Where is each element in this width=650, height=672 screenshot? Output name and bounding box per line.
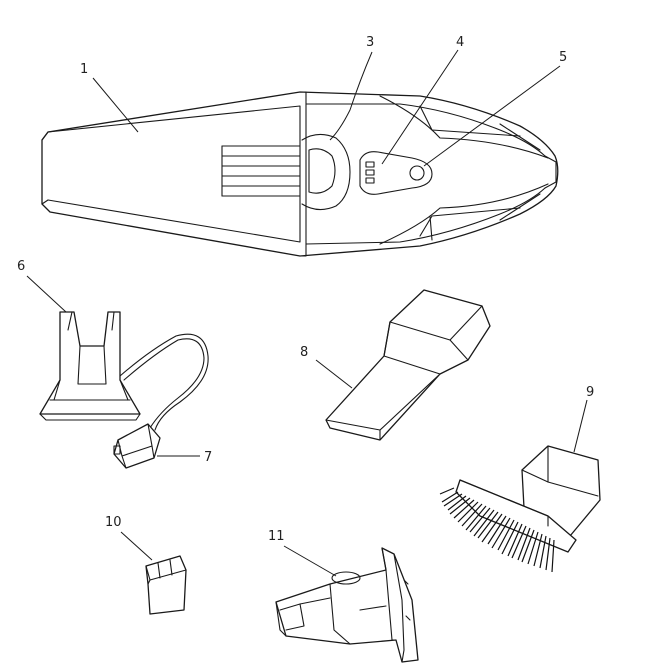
callout-7: 7 [204,450,212,465]
power-switch [409,165,425,181]
callout-8: 8 [300,345,308,360]
callout-10: 10 [105,515,122,530]
callout-6: 6 [17,259,25,274]
vacuum-body [41,91,559,257]
brush-tool [439,445,601,573]
charger-plug [113,423,161,469]
leader-lines [26,49,588,577]
charging-base [39,311,209,431]
callout-3: 3 [366,35,374,50]
crevice-tool [325,289,491,441]
brush-bristles [439,487,555,573]
callout-1: 1 [80,62,88,77]
callout-11: 11 [268,529,285,544]
callout-9: 9 [586,385,594,400]
callout-labels: 1 3 4 5 6 7 8 9 10 11 [17,35,594,544]
callout-5: 5 [559,50,567,65]
callout-4: 4 [456,35,464,50]
filter [275,547,419,663]
adapter [145,555,187,615]
release-button [301,133,351,211]
charge-indicator-lights [365,161,375,184]
